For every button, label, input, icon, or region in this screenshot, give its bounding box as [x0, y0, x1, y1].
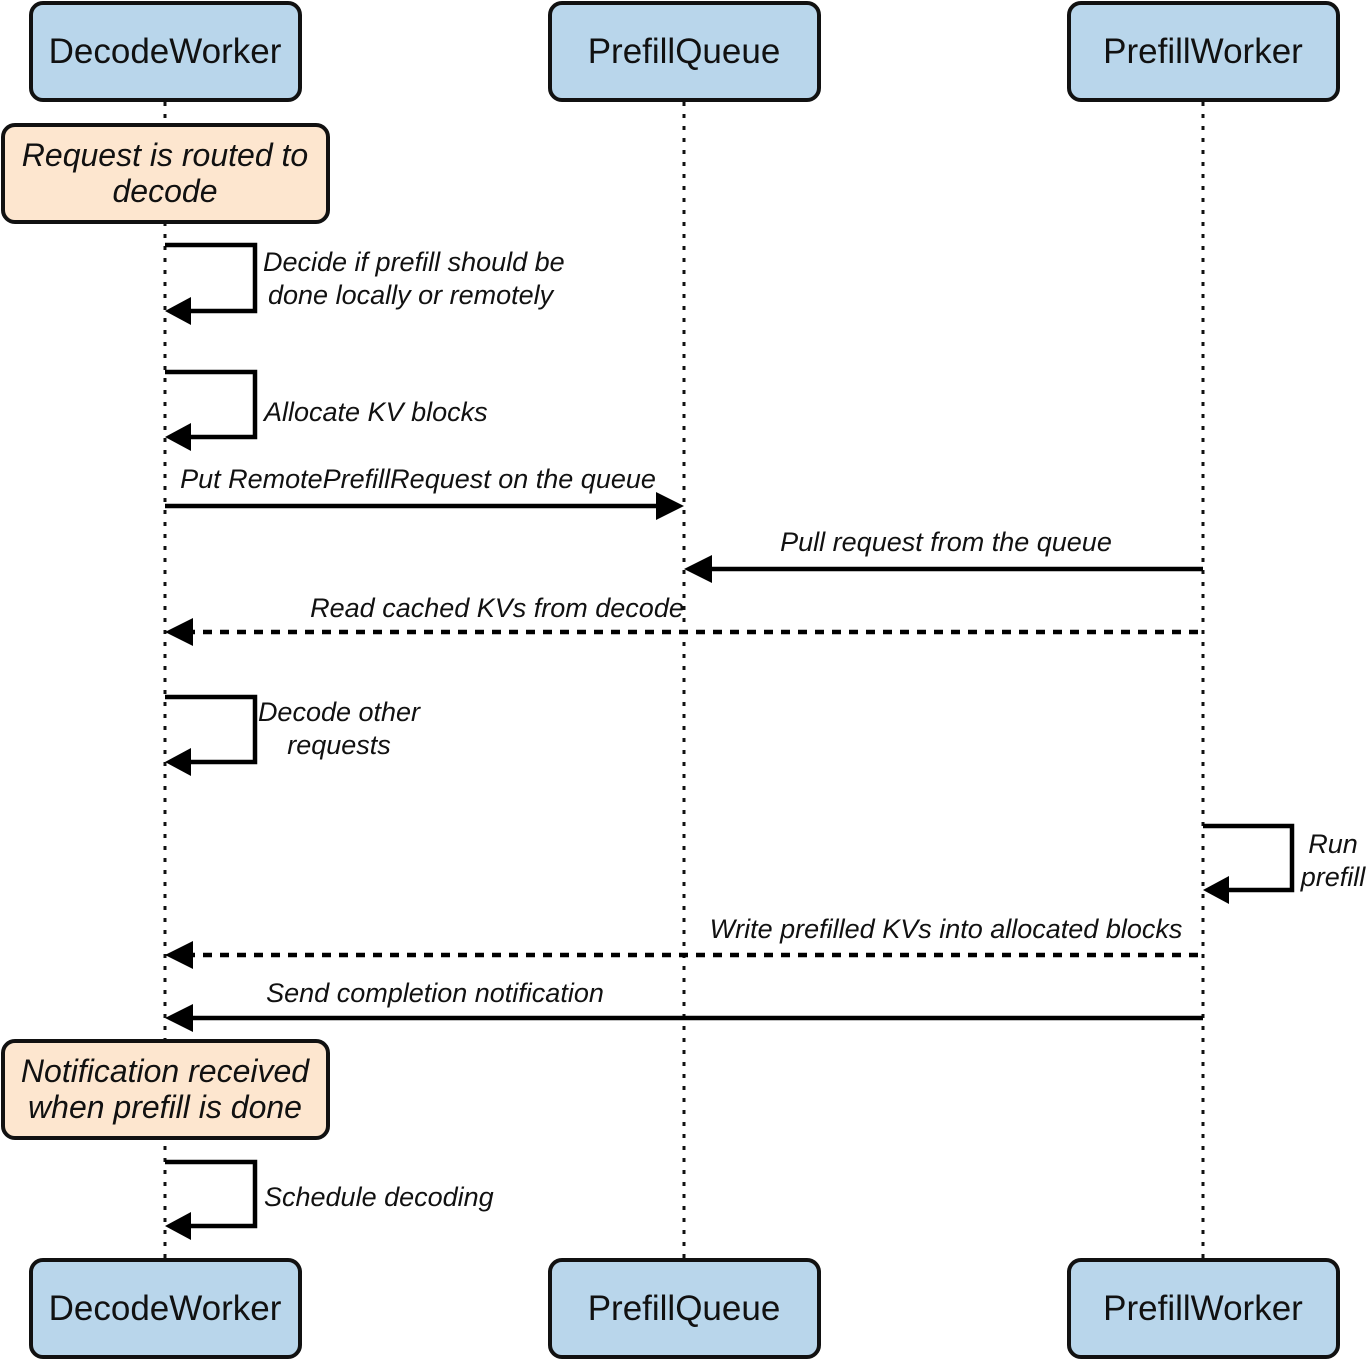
- self-loop-line: [1203, 823, 1295, 893]
- message-write-prefilled-kvs: Write prefilled KVs into allocated block…: [165, 914, 1198, 969]
- message-send-completion: Send completion notification: [165, 978, 1203, 1032]
- note-line: Notification received: [21, 1053, 310, 1089]
- message-put-request: Put RemotePrefillRequest on the queue: [165, 464, 684, 520]
- message-label: prefill: [1300, 862, 1367, 892]
- arrowhead: [1203, 876, 1229, 904]
- self-loop-line: [165, 242, 258, 314]
- actor-box: [29, 1258, 302, 1359]
- arrowhead: [656, 492, 684, 520]
- note-box: [1, 123, 330, 224]
- note-line: when prefill is done: [28, 1089, 302, 1125]
- actor-label: DecodeWorker: [49, 1289, 282, 1328]
- actor-box: [29, 1, 302, 102]
- actor-label: DecodeWorker: [49, 32, 282, 71]
- actor-prefill-queue-bottom: PrefillQueue: [548, 1258, 821, 1359]
- message-pull-request: Pull request from the queue: [684, 527, 1203, 583]
- actor-box: [548, 1258, 821, 1359]
- message-label: Allocate KV blocks: [262, 397, 488, 427]
- arrowhead: [165, 423, 191, 451]
- actor-prefill-worker-top: PrefillWorker: [1067, 1, 1340, 102]
- arrowhead: [684, 555, 712, 583]
- arrowhead: [165, 618, 193, 646]
- actor-label: PrefillWorker: [1103, 32, 1303, 71]
- arrowhead: [165, 941, 193, 969]
- message-label: Pull request from the queue: [780, 527, 1112, 557]
- message-label: Schedule decoding: [264, 1182, 494, 1212]
- message-label: Write prefilled KVs into allocated block…: [710, 914, 1183, 944]
- message-label: Put RemotePrefillRequest on the queue: [180, 464, 656, 494]
- self-loop-line: [165, 694, 258, 765]
- message-label: Decode other: [258, 697, 421, 727]
- actor-prefill-worker-bottom: PrefillWorker: [1067, 1258, 1340, 1359]
- note-box: [1, 1039, 330, 1140]
- actor-label: PrefillQueue: [588, 1289, 781, 1328]
- self-loop-line: [165, 1159, 258, 1229]
- actor-label: PrefillQueue: [588, 32, 781, 71]
- arrowhead: [165, 297, 191, 325]
- actor-prefill-queue-top: PrefillQueue: [548, 1, 821, 102]
- note-notification-received: Notification received when prefill is do…: [1, 1039, 330, 1140]
- message-label: Read cached KVs from decode: [310, 593, 684, 623]
- message-decode-other: Decode other requests: [165, 694, 421, 776]
- actor-decode-worker-top: DecodeWorker: [29, 1, 302, 102]
- actor-box: [1067, 1258, 1340, 1359]
- message-label: Send completion notification: [266, 978, 604, 1008]
- note-line: Request is routed to: [22, 137, 308, 173]
- message-run-prefill: Run prefill: [1203, 823, 1367, 904]
- arrowhead: [165, 748, 191, 776]
- message-label: Decide if prefill should be: [263, 247, 565, 277]
- self-loop-line: [165, 369, 258, 440]
- actor-decode-worker-bottom: DecodeWorker: [29, 1258, 302, 1359]
- message-read-cached-kvs: Read cached KVs from decode: [165, 593, 1198, 646]
- message-label: requests: [287, 730, 391, 760]
- arrowhead: [165, 1212, 191, 1240]
- actor-box: [548, 1, 821, 102]
- message-decide-prefill: Decide if prefill should be done locally…: [165, 242, 565, 325]
- message-label: done locally or remotely: [268, 280, 555, 310]
- note-line: decode: [113, 173, 218, 209]
- actor-label: PrefillWorker: [1103, 1289, 1303, 1328]
- message-label: Run: [1308, 829, 1358, 859]
- message-schedule-decoding: Schedule decoding: [165, 1159, 494, 1240]
- arrowhead: [165, 1004, 193, 1032]
- actor-box: [1067, 1, 1340, 102]
- note-request-routed: Request is routed to decode: [1, 123, 330, 224]
- message-allocate-kv: Allocate KV blocks: [165, 369, 488, 451]
